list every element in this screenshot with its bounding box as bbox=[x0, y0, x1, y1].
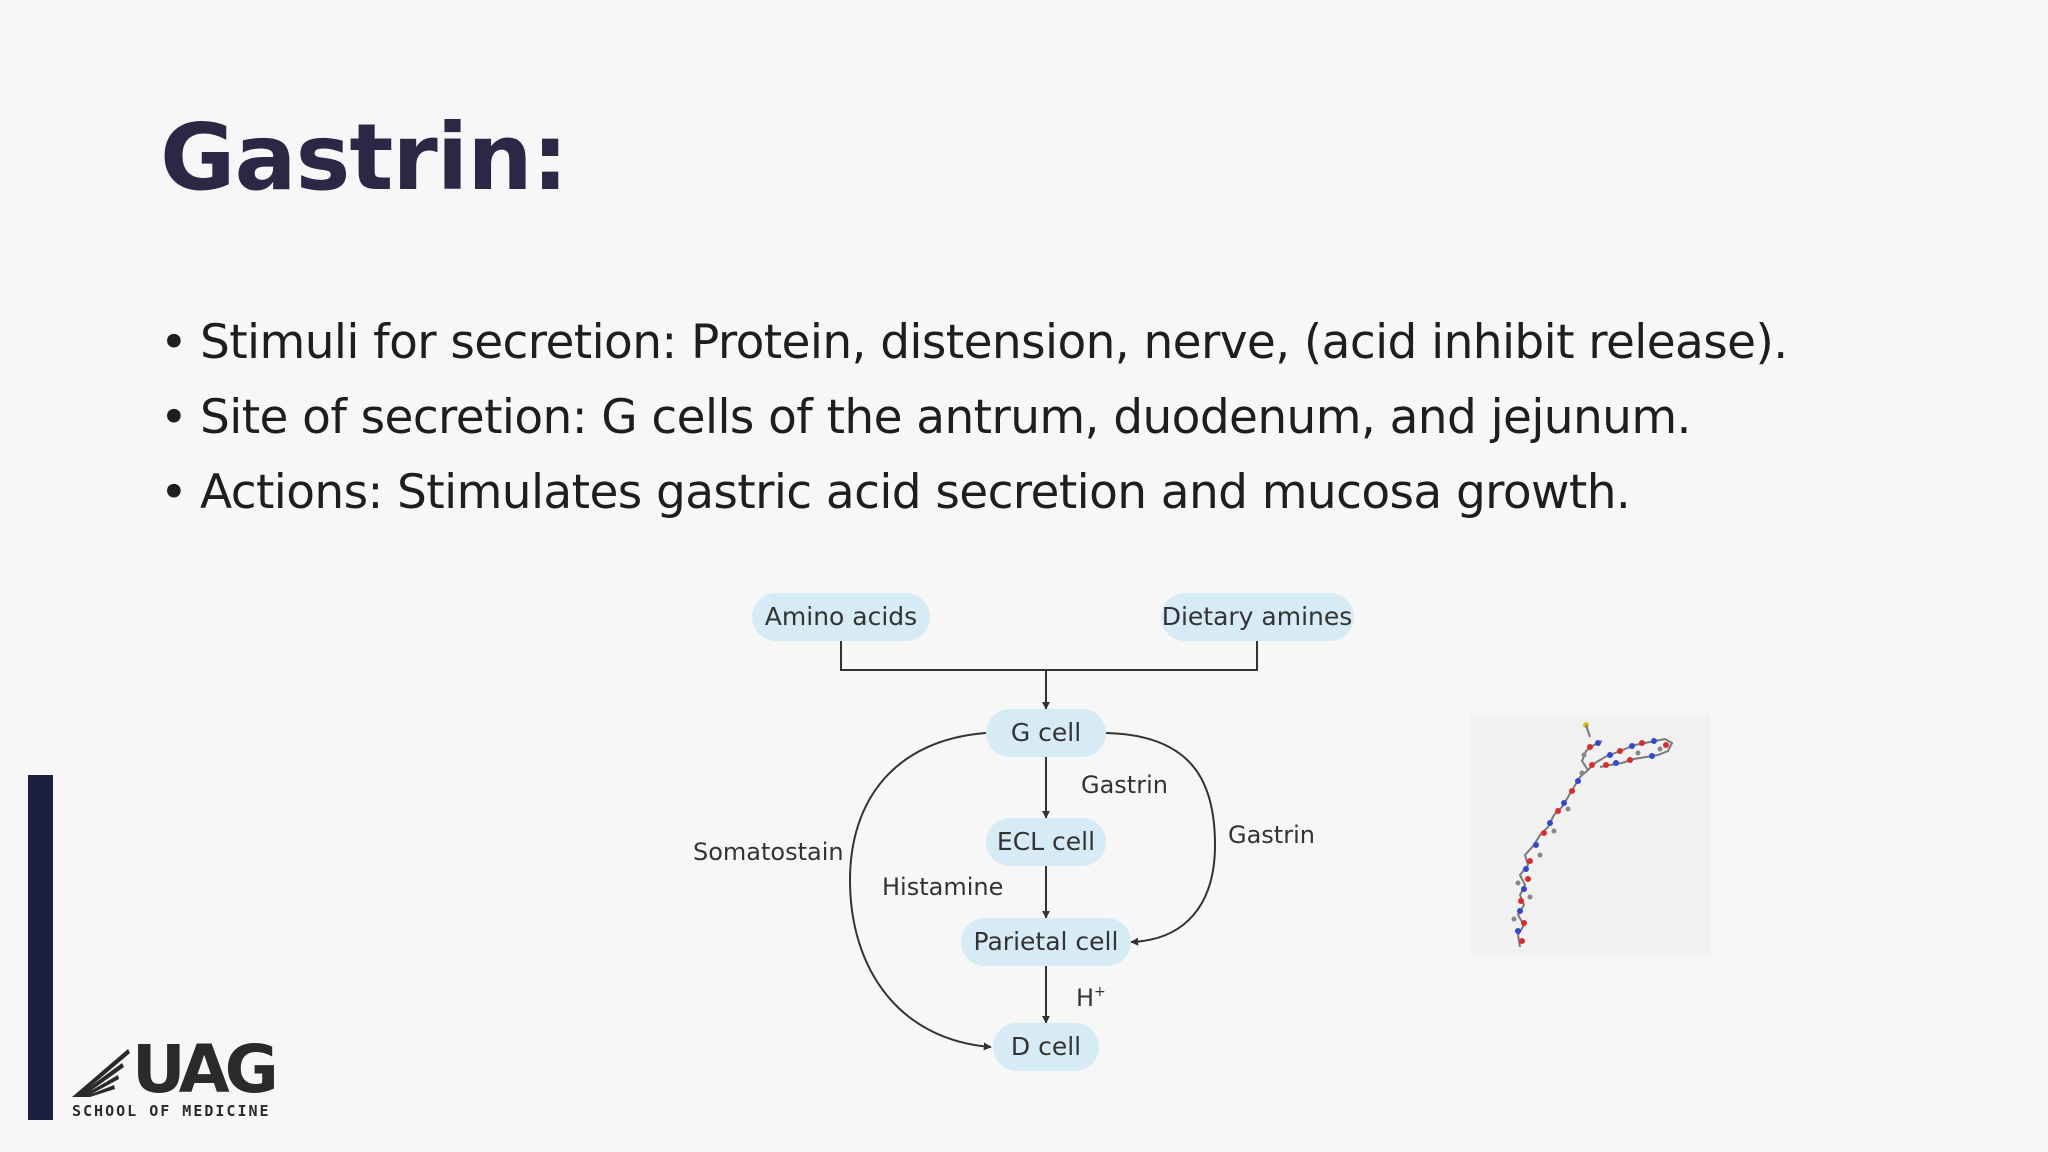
molecule-atoms-gray bbox=[1511, 746, 1663, 922]
edge-label-somatostatin: Somatostain bbox=[693, 838, 844, 866]
molecule-atoms-blue bbox=[1515, 738, 1657, 934]
logo-wordmark: UAG bbox=[132, 1031, 279, 1108]
node-ecl-cell: ECL cell bbox=[986, 818, 1106, 866]
edge-label-h-plus: H+ bbox=[1076, 984, 1106, 1012]
bullet-text: Site of secretion: G cells of the antrum… bbox=[200, 390, 1691, 445]
svg-text:G cell: G cell bbox=[1011, 718, 1081, 747]
logo-subtitle: SCHOOL OF MEDICINE bbox=[72, 1102, 271, 1120]
uag-logo-icon bbox=[72, 1049, 130, 1097]
svg-text:Parietal cell: Parietal cell bbox=[974, 927, 1119, 956]
edge-label-gastrin-ecl: Gastrin bbox=[1081, 771, 1168, 799]
bullet-text: Stimuli for secretion: Protein, distensi… bbox=[200, 315, 1788, 370]
uag-logo: UAG SCHOOL OF MEDICINE bbox=[70, 1035, 280, 1120]
bullet-dot: • bbox=[160, 465, 188, 520]
edge-label-gastrin-parietal: Gastrin bbox=[1228, 821, 1315, 849]
molecule-atoms-red bbox=[1518, 740, 1669, 944]
arrow-gastrin-curve bbox=[1105, 732, 1217, 946]
gastrin-molecule-image bbox=[1470, 715, 1710, 955]
edge-label-histamine: Histamine bbox=[882, 873, 1003, 901]
bullet-item: • Actions: Stimulates gastric acid secre… bbox=[160, 455, 1788, 530]
h-plus-symbol: H bbox=[1076, 984, 1094, 1012]
svg-text:Dietary amines: Dietary amines bbox=[1162, 602, 1353, 631]
node-parietal-cell: Parietal cell bbox=[961, 918, 1131, 966]
svg-text:ECL cell: ECL cell bbox=[997, 827, 1095, 856]
node-amino-acids: Amino acids bbox=[752, 593, 930, 641]
dietary-amines-connector bbox=[1046, 637, 1258, 671]
amino-acids-connector bbox=[840, 637, 1046, 671]
arrow-somatostatin-curve bbox=[848, 732, 992, 1051]
bullet-item: • Stimuli for secretion: Protein, disten… bbox=[160, 305, 1788, 380]
node-dietary-amines: Dietary amines bbox=[1161, 593, 1354, 641]
h-plus-superscript: + bbox=[1094, 984, 1106, 1000]
diagram-connectors bbox=[840, 637, 1258, 1051]
slide-title: Gastrin: bbox=[160, 104, 569, 211]
svg-text:D cell: D cell bbox=[1011, 1032, 1081, 1061]
bullet-dot: • bbox=[160, 390, 188, 445]
bullet-text: Actions: Stimulates gastric acid secreti… bbox=[200, 465, 1631, 520]
bullet-item: • Site of secretion: G cells of the antr… bbox=[160, 380, 1788, 455]
svg-text:Amino acids: Amino acids bbox=[765, 602, 917, 631]
node-g-cell: G cell bbox=[986, 709, 1106, 757]
sidebar-accent-bar bbox=[28, 775, 53, 1120]
bullet-dot: • bbox=[160, 315, 188, 370]
bullet-list: • Stimuli for secretion: Protein, disten… bbox=[160, 305, 1788, 530]
node-d-cell: D cell bbox=[993, 1023, 1099, 1071]
